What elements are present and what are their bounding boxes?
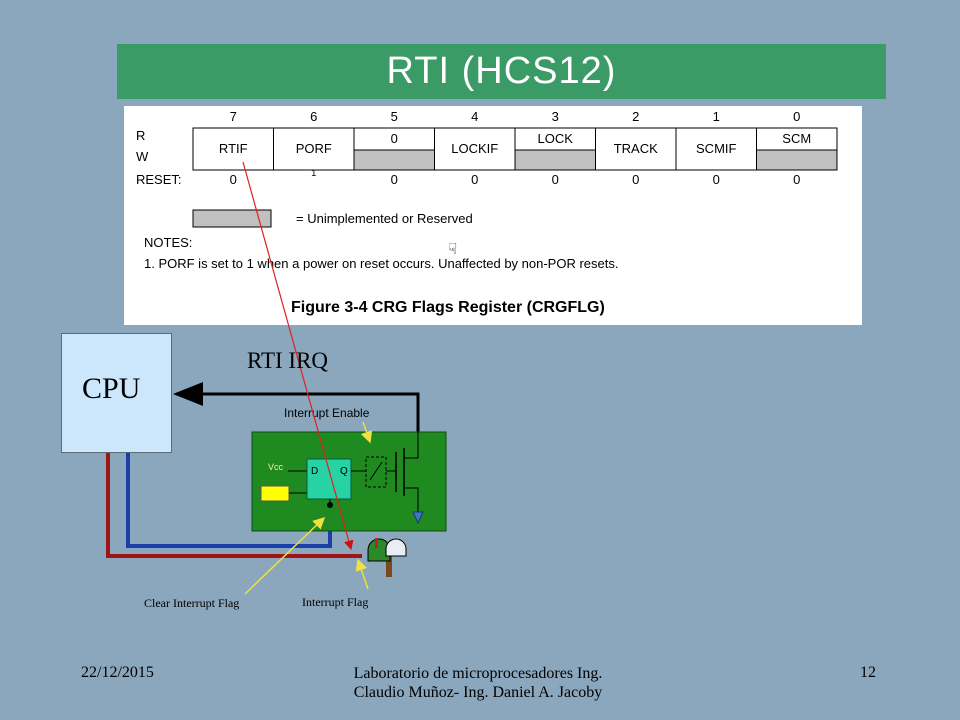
reset-value-2: 0: [391, 172, 398, 187]
notes-title: NOTES:: [144, 235, 192, 250]
flip-flop: [306, 458, 352, 500]
ground-symbol: [412, 511, 424, 525]
reset-value-1: 1: [311, 168, 316, 178]
cpu-label: CPU: [82, 372, 141, 405]
register-cell-3: [434, 127, 516, 171]
register-cell-reserved-7: [756, 149, 838, 171]
slide-title: RTI (HCS12): [386, 50, 617, 92]
row-label-write: W: [136, 149, 149, 164]
clear-pin-dot: [327, 502, 333, 508]
bit-number-1: 1: [713, 109, 720, 124]
reset-value-7: 0: [793, 172, 800, 187]
reset-value-6: 0: [713, 172, 720, 187]
register-field-rtif: RTIF: [219, 141, 248, 156]
footer-page-number: 12: [860, 664, 876, 681]
vcc-label: Vcc: [268, 462, 284, 472]
clock-input-block: [260, 485, 290, 502]
slide-title-bar: RTI (HCS12): [117, 44, 886, 99]
reset-value-4: 0: [552, 172, 559, 187]
interrupt-flag-label: Interrupt Flag: [302, 595, 369, 609]
bit-number-7: 7: [230, 109, 237, 124]
hand-cursor-icon: ☟: [448, 241, 457, 258]
register-cell-1: [273, 127, 355, 171]
footer-date: 22/12/2015: [81, 664, 154, 681]
register-field-scmif: SCMIF: [696, 141, 737, 156]
interrupt-flag-wire: [106, 453, 362, 558]
row-label-read: R: [136, 128, 145, 143]
bit-number-2: 2: [632, 109, 639, 124]
register-cell-0: [192, 127, 274, 171]
register-cell-5: [595, 127, 677, 171]
register-field-porf: PORF: [296, 141, 332, 156]
flip-flop-q-label: Q: [340, 466, 348, 477]
bit-number-5: 5: [391, 109, 398, 124]
transistor-source: [404, 487, 419, 512]
register-field-lock: LOCK: [538, 131, 574, 146]
transistor-drain: [404, 432, 419, 459]
legend-text: = Unimplemented or Reserved: [296, 211, 473, 226]
reset-value-5: 0: [632, 172, 639, 187]
register-field-track: TRACK: [614, 141, 658, 156]
interrupt-enable-label: Interrupt Enable: [284, 406, 370, 420]
figure-caption: Figure 3-4 CRG Flags Register (CRGFLG): [291, 299, 605, 316]
clear-interrupt-flag-label: Clear Interrupt Flag: [144, 596, 240, 610]
bit-number-4: 4: [471, 109, 478, 124]
rti-irq-label: RTI IRQ: [247, 348, 329, 373]
interrupt-enable-pointer: [360, 421, 373, 444]
register-field-0: 0: [391, 131, 398, 146]
switch-arm: [369, 461, 383, 481]
row-label-reset: RESET:: [136, 172, 182, 187]
register-cell-6: [675, 127, 757, 171]
interrupt-flag-pointer: [355, 558, 369, 590]
interrupt-enable-switch: [365, 456, 387, 488]
reset-value-0: 0: [230, 172, 237, 187]
mailbox-icon: [367, 538, 407, 577]
note-1: 1. PORF is set to 1 when a power on rese…: [144, 256, 618, 271]
cpu-block: CPU: [61, 333, 172, 453]
legend-swatch: [192, 209, 272, 228]
irq-line: [173, 382, 420, 432]
bit-number-6: 6: [310, 109, 317, 124]
reset-value-3: 0: [471, 172, 478, 187]
rtif-pointer-arrow: [242, 161, 354, 551]
bit-number-0: 0: [793, 109, 800, 124]
footer-center-text: Laboratorio de microprocesadores Ing. Cl…: [353, 665, 603, 701]
register-field-lockif: LOCKIF: [451, 141, 498, 156]
bit-number-3: 3: [552, 109, 559, 124]
clear-flag-pointer: [244, 516, 326, 595]
register-field-scm: SCM: [782, 131, 811, 146]
flip-flop-d-label: D: [311, 466, 318, 477]
